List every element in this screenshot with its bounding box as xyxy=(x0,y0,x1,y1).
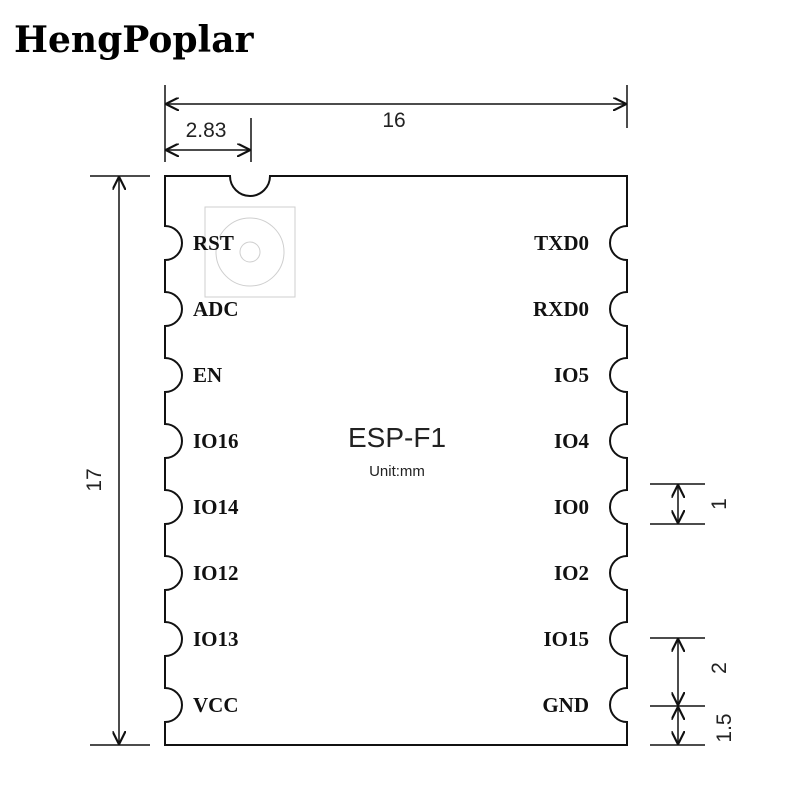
left-pin-en: EN xyxy=(193,363,222,387)
width-value: 16 xyxy=(382,109,405,132)
pitch-dimension: 2 1.5 xyxy=(650,637,736,746)
right-pin-rxd0: RXD0 xyxy=(533,297,589,321)
left-pin-rst: RST xyxy=(193,231,234,255)
pad-width-dimension: 1 xyxy=(650,483,731,525)
left-pin-io13: IO13 xyxy=(193,627,239,651)
antenna-marker xyxy=(204,206,296,298)
notch-offset-dimension: 2.83 xyxy=(167,118,252,162)
right-pin-io4: IO4 xyxy=(554,429,590,453)
left-pin-io16: IO16 xyxy=(193,429,239,453)
left-pin-io14: IO14 xyxy=(193,495,239,519)
left-pin-adc: ADC xyxy=(193,297,239,321)
right-pin-io5: IO5 xyxy=(554,363,589,387)
left-pin-io12: IO12 xyxy=(193,561,239,585)
brand-label: HengPoplar xyxy=(14,19,255,61)
width-dimension: 16 xyxy=(164,85,628,162)
height-dimension: 17 xyxy=(83,175,150,746)
module-name: ESP-F1 xyxy=(348,422,446,453)
edge-offset-value: 1.5 xyxy=(713,713,736,742)
right-pin-txd0: TXD0 xyxy=(534,231,589,255)
notch-offset-value: 2.83 xyxy=(186,119,227,142)
right-pin-io0: IO0 xyxy=(554,495,589,519)
pad-width-value: 1 xyxy=(708,498,731,510)
right-pin-gnd: GND xyxy=(542,693,589,717)
right-pin-io15: IO15 xyxy=(543,627,589,651)
unit-label: Unit:mm xyxy=(369,463,425,480)
pitch-value: 2 xyxy=(708,662,731,674)
right-pin-io2: IO2 xyxy=(554,561,589,585)
height-value: 17 xyxy=(83,468,106,491)
module-outline xyxy=(164,175,628,746)
left-pin-vcc: VCC xyxy=(193,693,239,717)
